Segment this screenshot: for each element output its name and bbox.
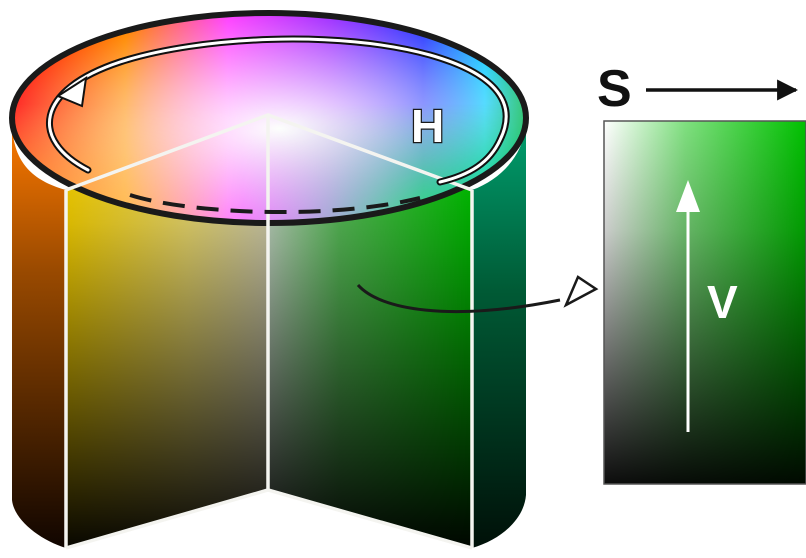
saturation-label: S (597, 60, 632, 118)
value-label: V (707, 276, 738, 328)
outer-wall-right (472, 120, 526, 548)
connector-arrowhead (566, 277, 596, 305)
outer-wall-left (12, 120, 66, 548)
saturation-value-square: V (604, 121, 806, 484)
hsv-cylinder: H (12, 13, 526, 548)
hue-label: H (411, 100, 444, 152)
